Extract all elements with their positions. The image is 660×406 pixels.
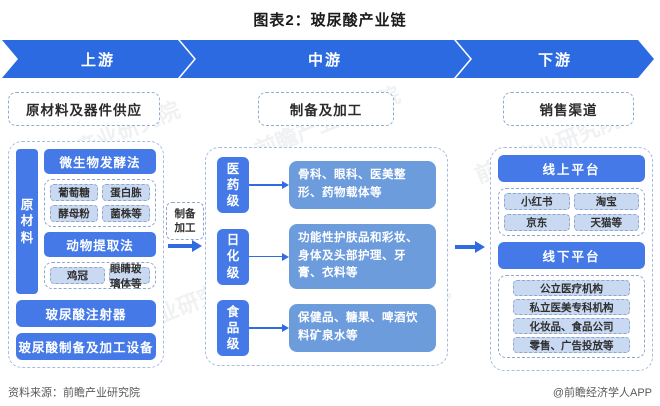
material-chip: 酵母粉 (50, 205, 98, 222)
raw-material-side-label: 原材料 (16, 149, 38, 294)
midstream-container: 医药级 骨科、眼科、医美整形、药物载体等 日化级 功能性护肤品和彩妆、身体及头部… (205, 147, 448, 366)
method-animal-extraction: 动物提取法 (44, 232, 156, 257)
grade-pharma: 医药级 (217, 157, 249, 213)
banner-midstream: 中游 (180, 40, 470, 78)
banner-downstream-label: 下游 (537, 51, 572, 69)
preparation-link-line2: 加工 (174, 222, 196, 234)
online-platform-box: 线上平台 (498, 155, 645, 182)
material-chip: 眼睛玻璃体等 (109, 263, 150, 290)
platform-chip: 京东 (504, 214, 570, 231)
grade-pharma-applications: 骨科、眼科、医美整形、药物载体等 (289, 161, 436, 209)
grade-row-food: 食品级 保健品、糖果、啤酒饮料矿泉水等 (217, 300, 436, 356)
source-note: 资料来源：前瞻产业研究院 (8, 387, 140, 399)
grade-food-text: 食品级 (226, 304, 240, 352)
connector-arrow-icon (249, 252, 289, 261)
preparation-link-line1: 制备 (174, 207, 196, 220)
downstream-container: 线上平台 小红书 淘宝 京东 天猫等 线下平台 公立医疗机构 私立医美专科机构 … (490, 147, 653, 371)
grade-row-daily: 日化级 功能性护肤品和彩妆、身体及头部护理、牙膏、衣料等 (217, 223, 436, 290)
device-equipment: 玻尿酸制备及加工设备 (16, 333, 156, 360)
connector-arrow-icon (249, 324, 289, 332)
banner-midstream-label: 中游 (307, 51, 342, 69)
online-platforms-group: 小红书 淘宝 京东 天猫等 (498, 188, 645, 236)
grade-food: 食品级 (217, 300, 249, 356)
banner-upstream-label: 上游 (80, 51, 115, 69)
channel-chip: 私立医美专科机构 (513, 299, 630, 315)
grade-row-pharma: 医药级 骨科、眼科、医美整形、药物载体等 (217, 157, 436, 213)
channel-chip: 化妆品、食品公司 (513, 318, 630, 334)
grade-pharma-text: 医药级 (226, 161, 240, 209)
connector-arrow-icon (249, 181, 289, 189)
offline-platform-box: 线下平台 (498, 242, 645, 269)
grade-daily-applications: 功能性护肤品和彩妆、身体及头部护理、牙膏、衣料等 (289, 223, 436, 290)
midstream-header: 制备及加工 (258, 92, 394, 126)
grade-food-applications: 保健品、糖果、啤酒饮料矿泉水等 (289, 304, 436, 352)
channel-chip: 公立医疗机构 (513, 280, 630, 296)
grade-daily-text: 日化级 (226, 233, 240, 280)
grade-daily: 日化级 (217, 228, 249, 285)
material-chip: 葡萄糖 (50, 184, 98, 201)
banner-downstream: 下游 (456, 40, 654, 78)
channel-chip: 零售、广告投放等 (513, 337, 630, 353)
credit-note: @前瞻经济学人APP (552, 387, 652, 399)
platform-chip: 淘宝 (573, 193, 639, 210)
material-chip: 菌株等 (102, 205, 150, 222)
offline-channels-group: 公立医疗机构 私立医美专科机构 化妆品、食品公司 零售、广告投放等 (498, 275, 645, 358)
midstream-to-downstream-arrow-icon (455, 241, 485, 253)
banner-upstream: 上游 (2, 40, 194, 78)
fermentation-materials-group: 葡萄糖 蛋白胨 酵母粉 菌株等 (44, 179, 156, 227)
page-title: 图表2：玻尿酸产业链 (253, 12, 407, 29)
preparation-link-box: 制备 加工 (166, 202, 204, 240)
extraction-materials-group: 鸡冠 眼睛玻璃体等 (44, 262, 156, 290)
platform-chip: 天猫等 (573, 214, 639, 231)
material-chip: 蛋白胨 (102, 184, 150, 201)
method-fermentation: 微生物发酵法 (44, 149, 156, 174)
raw-material-side-label-text: 原材料 (20, 198, 34, 245)
downstream-header: 销售渠道 (503, 92, 634, 126)
upstream-container: 原材料 微生物发酵法 葡萄糖 蛋白胨 酵母粉 菌株等 动物提取法 鸡冠 眼睛玻璃… (8, 141, 164, 368)
platform-chip: 小红书 (504, 193, 570, 210)
device-injector: 玻尿酸注射器 (16, 300, 156, 327)
raw-material-group: 原材料 微生物发酵法 葡萄糖 蛋白胨 酵母粉 菌株等 动物提取法 鸡冠 眼睛玻璃… (16, 149, 156, 294)
methods-stack: 微生物发酵法 葡萄糖 蛋白胨 酵母粉 菌株等 动物提取法 鸡冠 眼睛玻璃体等 (44, 149, 156, 294)
upstream-to-midstream-arrow-icon (168, 240, 202, 252)
material-chip: 鸡冠 (50, 267, 105, 284)
upstream-header: 原材料及器件供应 (8, 92, 160, 126)
